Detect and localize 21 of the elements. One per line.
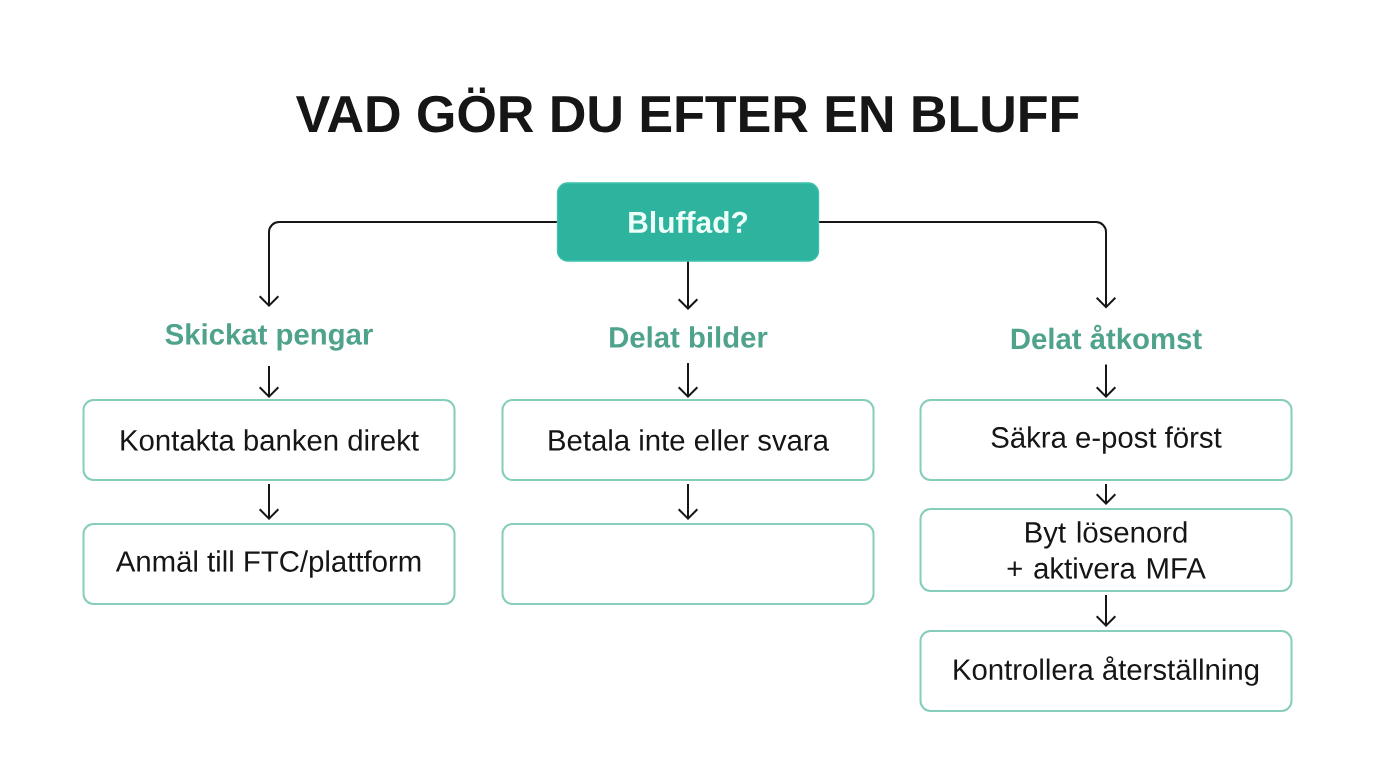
title: VAD GÖR DU EFTER EN BLUFF [295,87,1079,133]
branch-heading: Delat åtkomst [1011,324,1202,350]
arrow [258,221,558,307]
arrow [258,483,280,520]
arrow [1095,363,1117,398]
step-box: Byt lösenord + aktivera MFA [919,508,1293,592]
arrow [1095,594,1117,627]
step-box [501,523,875,605]
step-box: Anmäl till FTC/plattform [82,523,456,605]
arrow [677,483,699,520]
question-box: Bluffad? [556,182,820,262]
step-box: Kontakta banken direkt [82,399,456,481]
arrow [818,221,1117,309]
branch-heading: Skickat pengar [165,323,373,351]
step-box: Kontrollera återställning [919,630,1293,712]
arrow [677,362,699,398]
step-box: Säkra e-post först [919,399,1293,481]
arrow [677,260,699,310]
branch-heading: Delat bilder [610,326,768,348]
arrow [258,365,280,398]
step-box: Betala inte eller svara [501,399,875,481]
